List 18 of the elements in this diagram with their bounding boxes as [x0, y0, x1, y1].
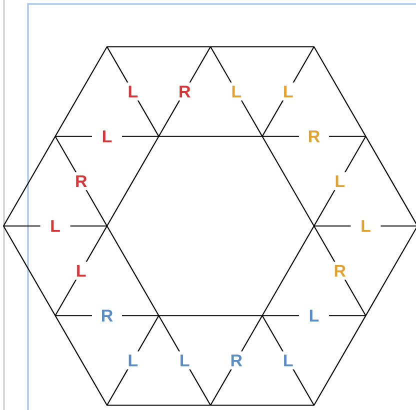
letter-label: L [299, 306, 329, 325]
letter-label: L [118, 82, 148, 101]
letter-label: L [170, 351, 200, 370]
letter-label: L [66, 262, 96, 280]
letter-label: L [273, 82, 304, 101]
letter-label: R [324, 262, 355, 280]
letter-label: R [66, 172, 96, 190]
letter-label: R [221, 351, 252, 370]
letter-label: L [221, 82, 252, 101]
letter-label: L [350, 217, 381, 235]
letter-label: L [324, 172, 355, 190]
letter-label: L [92, 127, 122, 146]
letter-label: R [92, 306, 122, 325]
letter-label: L [118, 351, 148, 370]
letter-label: R [299, 127, 329, 146]
letter-label: L [273, 351, 304, 370]
letter-label: L [40, 217, 70, 235]
letter-label: R [170, 82, 200, 101]
